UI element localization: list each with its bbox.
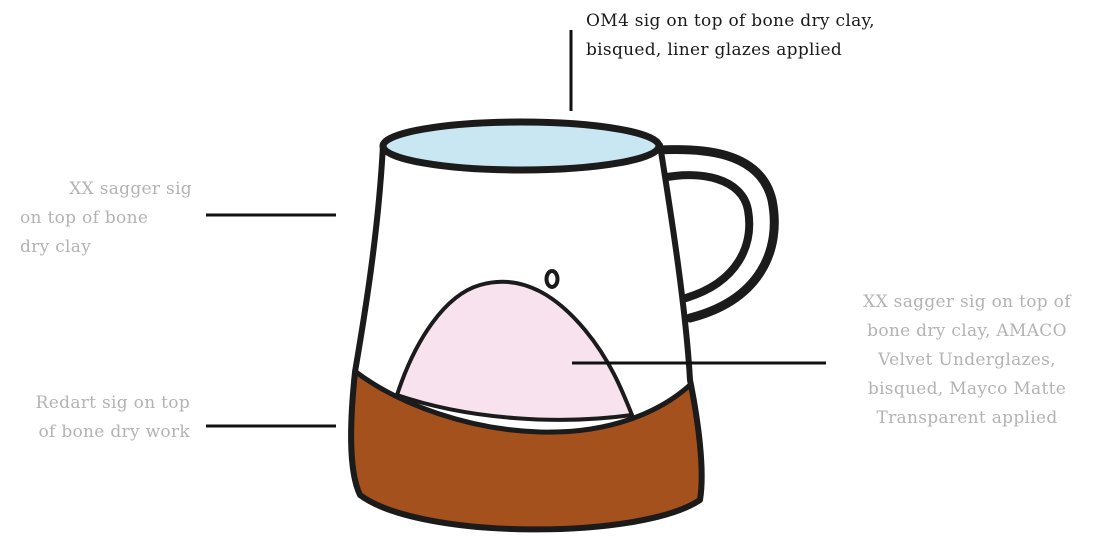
callout-line: dry clay: [20, 233, 192, 262]
callout-line: of bone dry work: [8, 418, 190, 447]
callout-liner-glaze: OM4 sig on top of bone dry clay, bisqued…: [586, 7, 875, 65]
callout-line: on top of bone: [20, 204, 192, 233]
callout-line: bisqued, Mayco Matte: [836, 375, 1098, 404]
callout-line: Velvet Underglazes,: [836, 346, 1098, 375]
callout-line: OM4 sig on top of bone dry clay,: [586, 7, 875, 36]
callout-underglaze: XX sagger sig on top of bone dry clay, A…: [836, 288, 1098, 433]
callout-line: Transparent applied: [836, 404, 1098, 433]
callout-line: XX sagger sig: [20, 175, 192, 204]
callout-line: bone dry clay, AMACO: [836, 317, 1098, 346]
callout-line: bisqued, liner glazes applied: [586, 36, 875, 65]
mug-rim: [383, 122, 659, 170]
callout-line: Redart sig on top: [8, 389, 190, 418]
callout-redart-base: Redart sig on top of bone dry work: [8, 389, 190, 447]
callout-line: XX sagger sig on top of: [836, 288, 1098, 317]
callout-sagger-body: XX sagger sig on top of bone dry clay: [20, 175, 192, 262]
